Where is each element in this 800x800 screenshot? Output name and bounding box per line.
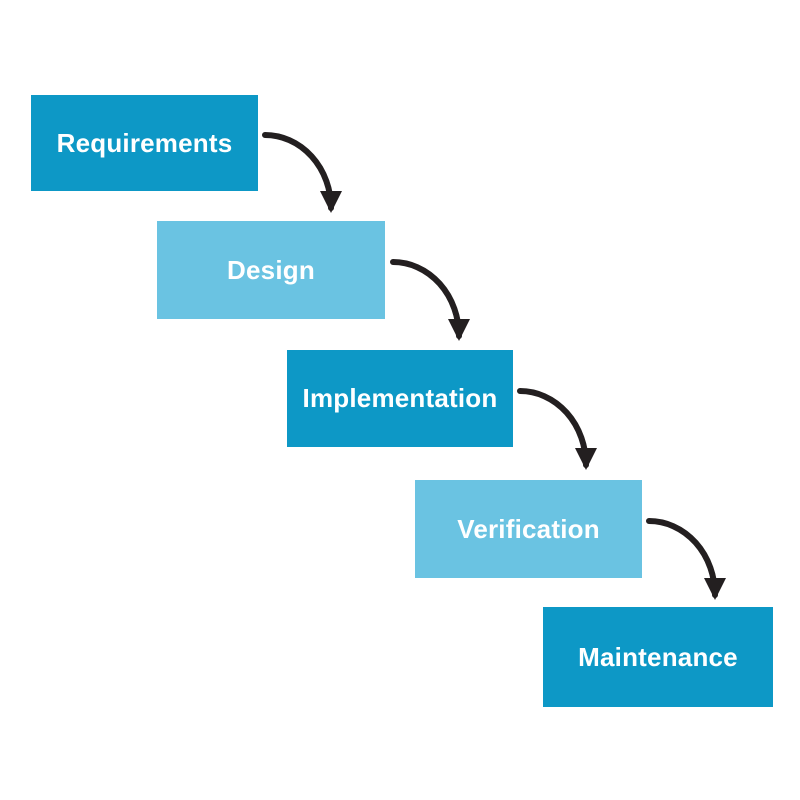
stage-box-requirements: Requirements <box>31 95 258 191</box>
stage-label-requirements: Requirements <box>56 127 233 158</box>
stage-label-implementation: Implementation <box>302 383 498 413</box>
arrow-design-to-implementation <box>390 259 470 341</box>
arrow-requirements-to-design <box>262 132 342 213</box>
stage-label-maintenance: Maintenance <box>578 641 738 672</box>
stage-label-verification: Verification <box>457 513 600 544</box>
arrow-verification-to-maintenance <box>646 518 726 600</box>
stage-label-design: Design <box>227 254 315 285</box>
arrow-implementation-to-verification <box>517 388 597 470</box>
stage-box-verification: Verification <box>415 480 642 578</box>
stage-box-maintenance: Maintenance <box>543 607 773 707</box>
stage-box-design: Design <box>157 221 385 319</box>
stage-box-implementation: Implementation <box>287 350 513 447</box>
